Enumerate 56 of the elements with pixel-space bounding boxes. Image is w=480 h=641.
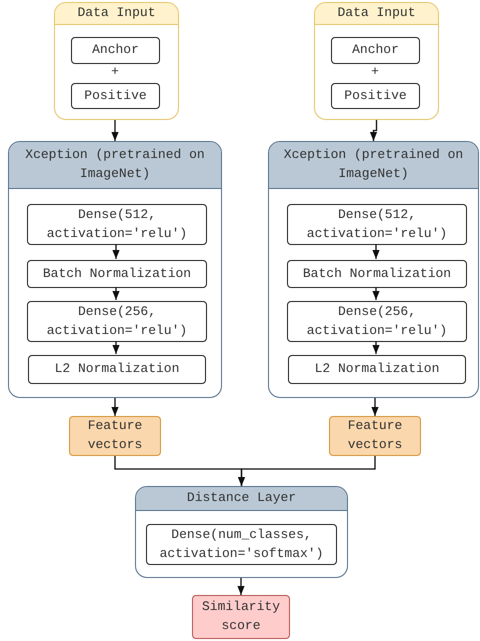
node-label: L2 Normalization	[54, 360, 180, 378]
arrow	[111, 398, 119, 416]
layer-box	[287, 260, 467, 288]
node-label: Feature vectors	[86, 417, 144, 454]
model-block	[8, 141, 222, 398]
arrow	[238, 456, 376, 486]
node-label: Positive	[84, 86, 147, 105]
node-label: Dense(256, activation='relu')	[306, 302, 448, 340]
model-block	[135, 486, 348, 578]
node-label: Positive	[344, 86, 407, 105]
layer-box	[331, 83, 420, 109]
block-header: Distance Layer	[136, 487, 347, 511]
layer-box	[27, 301, 207, 342]
layer-box	[331, 37, 420, 64]
node-label: Anchor	[352, 41, 399, 60]
node-label: Dense(num_classes, activation='softmax')	[158, 526, 324, 562]
layer-box	[287, 301, 467, 342]
output-box	[192, 595, 290, 639]
node-label: Dense(512, activation='relu')	[306, 206, 448, 242]
layer-box	[27, 204, 207, 245]
arrow	[371, 398, 379, 416]
plus-sign: +	[370, 64, 380, 79]
layer-box	[287, 204, 467, 245]
input-group	[54, 2, 179, 120]
node-label: Dense(256, activation='relu')	[46, 302, 188, 340]
arrow	[111, 120, 119, 141]
arrow	[112, 287, 120, 300]
node-label: Batch Normalization	[42, 264, 192, 283]
layer-box	[28, 355, 206, 384]
node-label: L2 Normalization	[314, 360, 440, 378]
arrow	[112, 341, 120, 354]
layer-box	[288, 355, 466, 384]
block-header: Xception (pretrained on ImageNet)	[9, 142, 221, 189]
arrow	[372, 341, 380, 354]
layer-box	[71, 37, 160, 64]
node-label: Anchor	[92, 41, 139, 60]
node-label: Dense(512, activation='relu')	[46, 206, 188, 242]
arrow	[372, 287, 380, 300]
feature-box	[69, 416, 161, 456]
layer-box	[146, 524, 337, 565]
arrow	[112, 244, 120, 259]
arrow	[237, 578, 245, 595]
node-label: Feature vectors	[346, 417, 404, 454]
layer-box	[71, 83, 160, 109]
node-label: Batch Normalization	[302, 264, 452, 283]
block-header: Data Input	[315, 3, 438, 25]
arrow	[372, 244, 380, 259]
node-label: Similarity score	[200, 598, 281, 635]
model-block	[268, 141, 479, 398]
arrow	[370, 120, 378, 141]
input-group	[314, 2, 439, 120]
feature-box	[329, 416, 421, 456]
plus-sign: +	[110, 64, 120, 79]
block-header: Data Input	[55, 3, 178, 25]
layer-box	[27, 260, 207, 288]
block-header: Xception (pretrained on ImageNet)	[269, 142, 478, 189]
